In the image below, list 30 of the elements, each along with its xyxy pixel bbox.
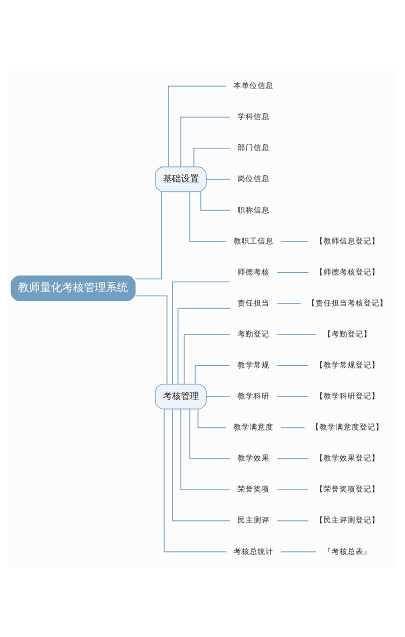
connector xyxy=(180,116,230,167)
connector xyxy=(135,191,162,279)
connector xyxy=(276,396,309,397)
connector xyxy=(280,426,305,428)
node-box: 考核管理 xyxy=(154,383,207,409)
connector xyxy=(206,396,230,397)
connector xyxy=(164,408,227,552)
connector xyxy=(206,178,230,180)
connector xyxy=(200,190,230,210)
connector xyxy=(178,307,230,384)
connector xyxy=(276,302,302,304)
connector xyxy=(276,364,309,366)
connector xyxy=(276,458,309,459)
connector xyxy=(184,334,230,384)
node-box: 基础设置 xyxy=(154,166,207,192)
connector xyxy=(180,408,230,490)
connector xyxy=(189,190,227,242)
connector xyxy=(194,364,230,384)
connector xyxy=(189,408,230,459)
connector xyxy=(280,240,309,242)
connector xyxy=(198,408,227,428)
connector xyxy=(168,85,227,167)
connector xyxy=(276,520,309,521)
connector xyxy=(276,488,309,490)
connector xyxy=(172,280,230,384)
node-box: 教师量化考核管理系统 xyxy=(10,275,136,301)
connector xyxy=(280,550,317,552)
connector xyxy=(172,408,230,521)
connector xyxy=(135,294,168,384)
connector xyxy=(193,147,230,167)
